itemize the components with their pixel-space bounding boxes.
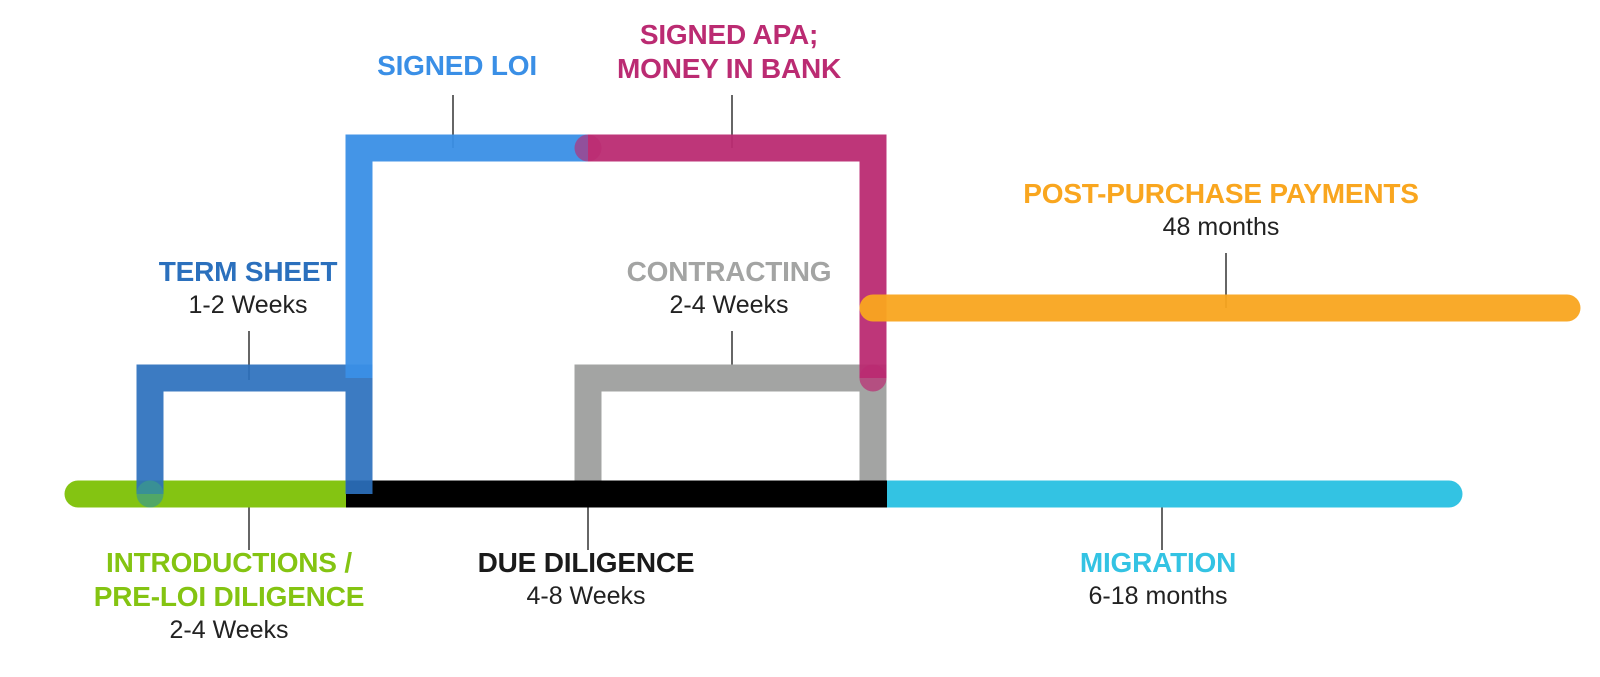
post-purchase-title: POST-PURCHASE PAYMENTS [1023,178,1419,209]
contracting-title: CONTRACTING [626,256,832,287]
term-sheet-title: TERM SHEET [158,256,338,287]
migration-title: MIGRATION [1079,547,1237,578]
due-diligence-duration: 4-8 Weeks [526,582,646,610]
label-introductions: INTRODUCTIONS / PRE-LOI DILIGENCE 2-4 We… [93,546,365,646]
contracting-duration: 2-4 Weeks [669,291,789,319]
label-due-diligence: DUE DILIGENCE 4-8 Weeks [478,546,695,612]
signed-apa-title-line2: MONEY IN BANK [616,53,842,84]
term-sheet-duration: 1-2 Weeks [188,291,308,319]
signed-loi-bracket [345,134,588,378]
term-sheet-bracket [136,364,373,494]
loi-apa-joint [574,134,602,162]
introductions-duration: 2-4 Weeks [169,616,289,644]
signed-apa-title-line1: SIGNED APA; [639,19,819,50]
label-signed-loi: SIGNED LOI [377,49,537,83]
signed-apa-end-cap [859,364,887,392]
migration-duration: 6-18 months [1088,582,1228,610]
introductions-title-line2: PRE-LOI DILIGENCE [93,581,365,612]
label-migration: MIGRATION 6-18 months [1079,546,1237,612]
label-contracting: CONTRACTING 2-4 Weeks [627,255,832,321]
signed-loi-title: SIGNED LOI [377,50,537,81]
label-term-sheet: TERM SHEET 1-2 Weeks [158,255,338,321]
term-sheet-start-joint [136,480,164,508]
contracting-bracket [574,364,887,494]
label-post-purchase: POST-PURCHASE PAYMENTS 48 months [1023,177,1419,243]
post-purchase-duration: 48 months [1162,213,1280,241]
label-signed-apa: SIGNED APA; MONEY IN BANK [617,18,841,86]
introductions-title-line1: INTRODUCTIONS / [106,547,352,578]
due-diligence-title: DUE DILIGENCE [477,547,695,578]
